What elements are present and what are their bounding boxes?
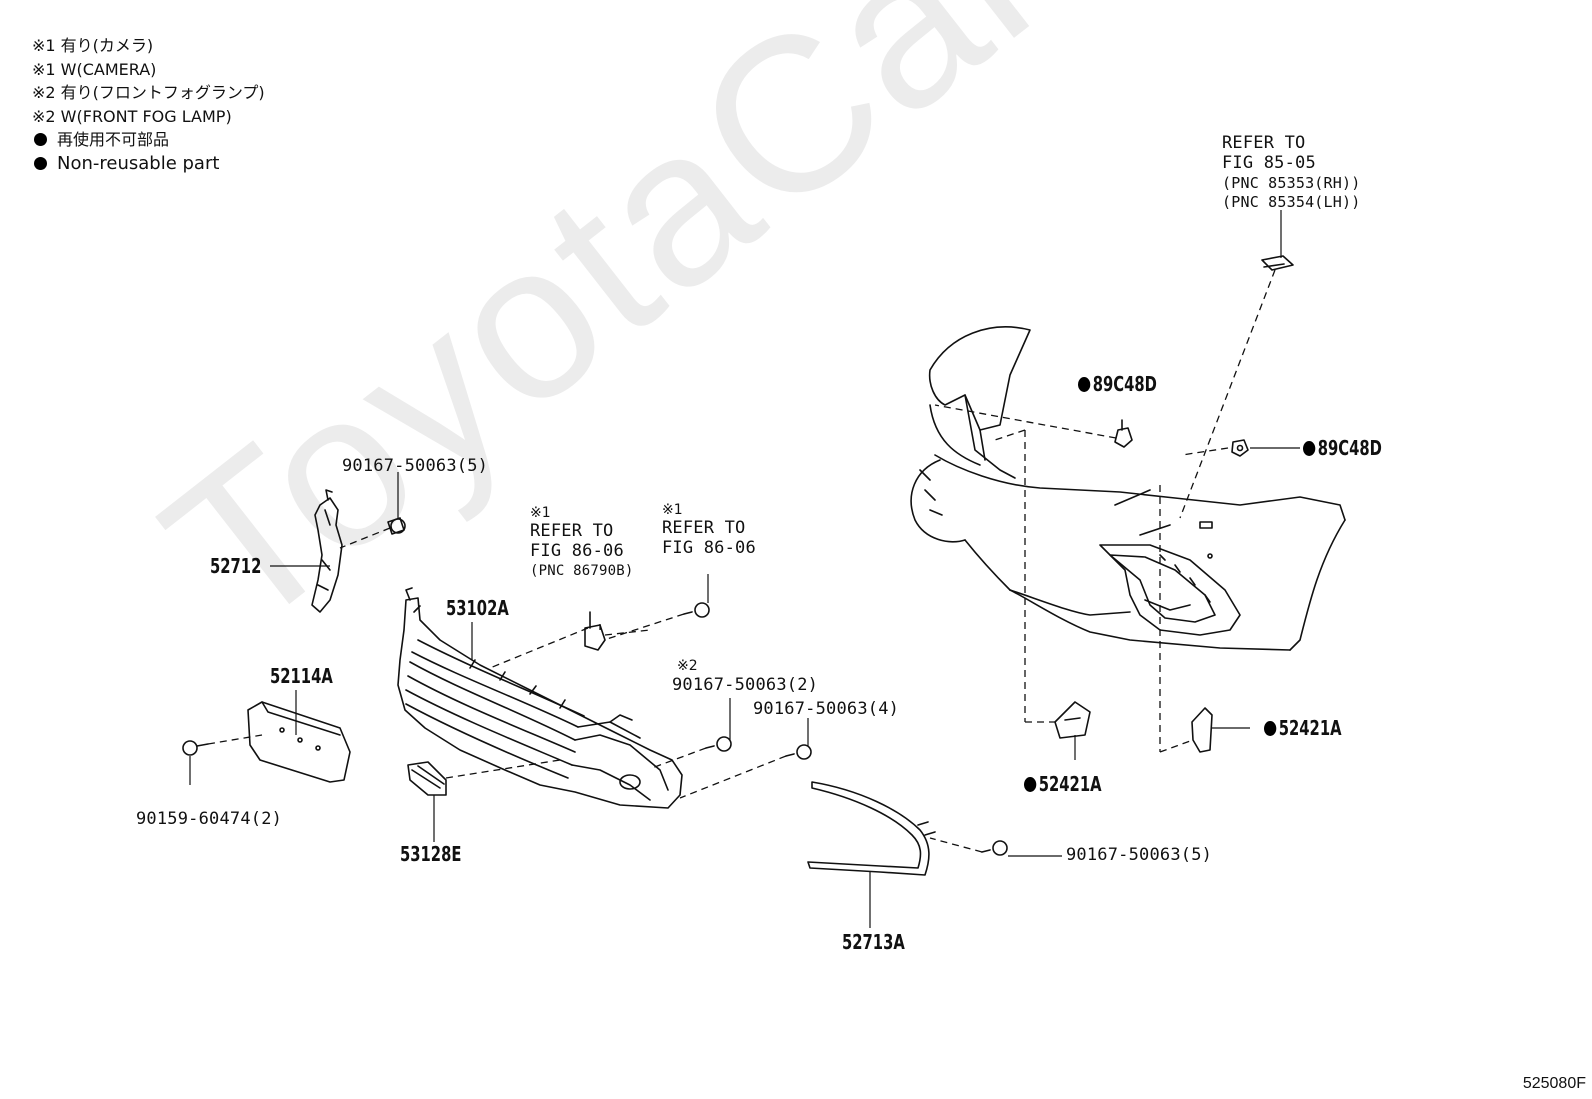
part-number-label: 52421A (1278, 716, 1342, 740)
clip-90167-50063-molding (981, 840, 1008, 856)
part-89c48d-lower[interactable]: 89C48D (1303, 436, 1382, 460)
legend-nonreusable-jp: 再使用不可部品 (57, 130, 170, 149)
legend-line: ※1 有り(カメラ) (32, 34, 265, 58)
clip-89c48d-upper (1114, 419, 1133, 448)
part-90167-50063-4[interactable]: 90167-50063(4) (753, 699, 900, 719)
legend-line: ※2 W(FRONT FOG LAMP) (32, 105, 265, 129)
legend-line: ※1 W(CAMERA) (32, 58, 265, 82)
seal-52421a-right (1191, 707, 1213, 753)
seal-52421a-left (1054, 701, 1091, 739)
refer-cam2-line2[interactable]: FIG 86-06 (662, 538, 756, 558)
legend-line: Non-reusable part (32, 152, 265, 176)
radiator-grille-53102a (397, 587, 683, 809)
legend-nonreusable-en: Non-reusable part (57, 152, 220, 174)
part-90167-50063-5-top[interactable]: 90167-50063(5) (342, 456, 489, 476)
legend-camera-jp: ※1 有り(カメラ) (32, 36, 154, 55)
part-90167-50063-5-molding[interactable]: 90167-50063(5) (1066, 845, 1213, 865)
refer-cam2-line1[interactable]: REFER TO (662, 518, 746, 538)
clip-90167-50063-top (387, 517, 406, 535)
non-reusable-icon (1024, 777, 1037, 792)
refer-cam1-line3: (PNC 86790B) (530, 563, 634, 579)
figure-code: 525080F (1522, 1075, 1586, 1092)
fog-lamp-cover (1261, 255, 1294, 271)
part-89c48d-upper[interactable]: 89C48D (1078, 372, 1157, 396)
clip-89c48d-lower (1231, 439, 1249, 457)
refer-cam1-line2[interactable]: FIG 86-06 (530, 541, 624, 561)
part-53102a[interactable]: 53102A (446, 596, 509, 620)
refer-fog-line2[interactable]: FIG 85-05 (1222, 153, 1316, 173)
legend-line: 再使用不可部品 (32, 128, 265, 152)
camera-bracket (584, 611, 606, 651)
bullet-icon (34, 156, 47, 170)
refer-cam1-line1[interactable]: REFER TO (530, 521, 614, 541)
refer-fog-line4: (PNC 85354(LH)) (1222, 193, 1361, 211)
clip-90167-50063-4 (785, 744, 812, 760)
screw-90159-60474 (182, 740, 209, 756)
bracket-52712 (311, 489, 343, 613)
fog-lamp-mark: ※2 (677, 658, 698, 674)
legend-fog-en: ※2 W(FRONT FOG LAMP) (32, 106, 232, 126)
license-plate-bracket-52114a (247, 701, 351, 783)
refer-cam1-mark: ※1 (530, 505, 551, 521)
refer-fog-line3: (PNC 85353(RH)) (1222, 174, 1361, 192)
clip-90167-50063-fog (705, 736, 732, 752)
non-reusable-icon (1303, 441, 1316, 456)
part-52713a[interactable]: 52713A (842, 930, 905, 954)
molding-52713a (807, 781, 930, 876)
legend-line: ※2 有り(フロントフォグランプ) (32, 81, 265, 105)
part-52421a-left[interactable]: 52421A (1024, 772, 1102, 796)
part-90159-60474[interactable]: 90159-60474(2) (136, 809, 283, 829)
non-reusable-icon (1264, 721, 1277, 736)
non-reusable-icon (1078, 377, 1091, 392)
part-number-label: 52421A (1038, 772, 1102, 796)
part-52421a-right[interactable]: 52421A (1264, 716, 1342, 740)
emblem-base-53128e (407, 761, 447, 796)
refer-fog-line1[interactable]: REFER TO (1222, 133, 1306, 153)
part-number-label: 89C48D (1317, 436, 1382, 460)
legend: ※1 有り(カメラ) ※1 W(CAMERA) ※2 有り(フロントフォグランプ… (32, 34, 265, 175)
part-52712[interactable]: 52712 (210, 554, 262, 578)
legend-fog-jp: ※2 有り(フロントフォグランプ) (32, 83, 265, 102)
part-53128e[interactable]: 53128E (400, 842, 462, 866)
bullet-icon (34, 133, 47, 147)
legend-camera-en: ※1 W(CAMERA) (32, 59, 157, 79)
part-number-label: 89C48D (1092, 372, 1157, 396)
clip-90167-50063-cam (683, 602, 710, 618)
refer-cam2-mark: ※1 (662, 502, 683, 518)
part-52114a[interactable]: 52114A (270, 664, 333, 688)
part-90167-50063-2[interactable]: 90167-50063(2) (672, 675, 819, 695)
